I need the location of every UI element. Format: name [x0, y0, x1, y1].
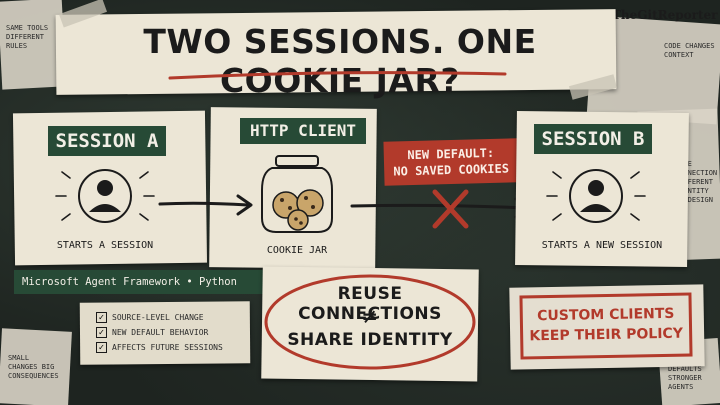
stamp-line2: keep their policy — [529, 325, 684, 345]
checklist-label: Source-level change — [112, 313, 204, 322]
checklist-label: Affects future sessions — [112, 343, 223, 352]
session-a-label: Session A — [48, 126, 166, 156]
framework-tag: Microsoft Agent Framework • Python — [14, 270, 264, 294]
checklist: ✓ Source-level change ✓ New default beha… — [96, 310, 223, 355]
stamp: Custom clients keep their policy — [519, 292, 693, 360]
checklist-item: ✓ New default behavior — [96, 325, 223, 340]
not-equal-symbol: ≠ — [361, 304, 379, 328]
checkbox-icon: ✓ — [96, 327, 107, 338]
http-client-caption: Cookie jar — [266, 245, 328, 256]
checklist-label: New default behavior — [112, 328, 209, 337]
side-note: Same tools different rules — [6, 24, 49, 50]
page-title: Two Sessions. One Cookie Jar? — [143, 22, 537, 100]
checkbox-icon: ✓ — [96, 312, 107, 323]
session-b-caption: Starts a new session — [541, 240, 663, 251]
checkbox-icon: ✓ — [96, 342, 107, 353]
center-message-line2: Share identity — [287, 330, 453, 350]
session-a-caption: Starts a session — [56, 240, 154, 251]
side-note: Code changes context — [664, 42, 715, 59]
brand-logo: TheGitReporter — [612, 8, 718, 22]
session-b-label: Session B — [534, 124, 652, 154]
stamp-line1: Custom clients — [537, 305, 675, 325]
checklist-item: ✓ Affects future sessions — [96, 340, 223, 355]
center-message-line1: Reuse connections — [298, 284, 442, 324]
checklist-item: ✓ Source-level change — [96, 310, 223, 325]
side-note: Small changes big consequences — [8, 354, 59, 380]
http-client-label: HTTP Client — [240, 118, 366, 144]
